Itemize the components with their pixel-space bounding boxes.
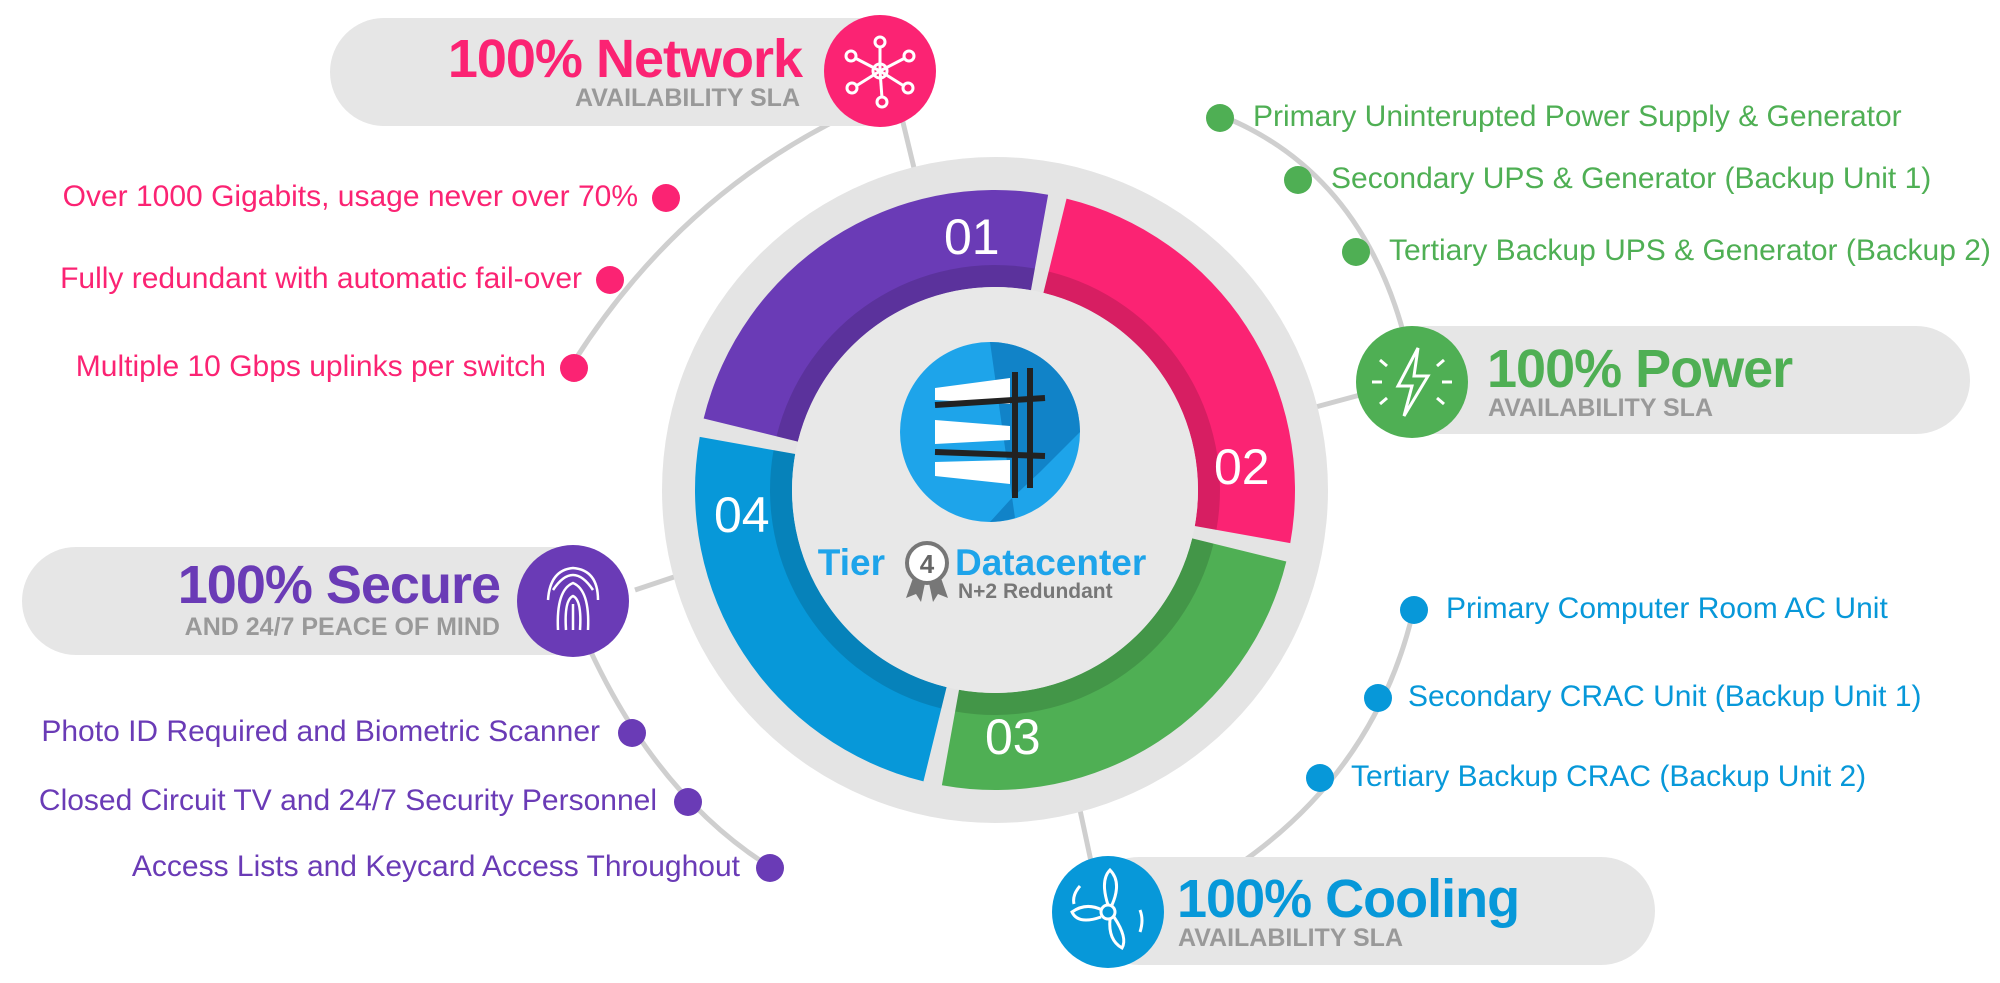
network-pill	[330, 18, 930, 126]
tier-badge-icon: 4	[905, 541, 949, 602]
cooling-bullet: Primary Computer Room AC Unit	[1446, 592, 1888, 625]
datacenter-logo	[900, 342, 1080, 522]
cooling-bullet: Tertiary Backup CRAC (Backup Unit 2)	[1351, 760, 1867, 793]
secure-connector	[587, 648, 777, 873]
tier-label: Tier	[818, 542, 885, 583]
network-title: 100% Network	[447, 29, 803, 89]
secure-icon	[517, 545, 629, 657]
secure-bullet: Closed Circuit TV and 24/7 Security Pers…	[38, 784, 657, 817]
segment-03-number: 03	[985, 709, 1041, 765]
power-subtitle: AVAILABILITY SLA	[1488, 394, 1713, 422]
power-bullet: Primary Uninterupted Power Supply & Gene…	[1253, 100, 1902, 133]
donut-segment-03	[695, 436, 947, 782]
donut-segment-shade-02	[955, 538, 1214, 716]
power-bullet: Tertiary Backup UPS & Generator (Backup …	[1389, 234, 1991, 267]
network-icon	[824, 15, 936, 127]
cooling-title: 100% Cooling	[1177, 869, 1520, 929]
power-icon	[1356, 326, 1468, 438]
secure-title: 100% Secure	[177, 555, 501, 615]
secure-bullet: Access Lists and Keycard Access Througho…	[131, 850, 740, 883]
network-subtitle: AVAILABILITY SLA	[575, 84, 800, 112]
cooling-icon	[1052, 856, 1164, 968]
donut-segment-02	[941, 538, 1287, 790]
cooling-bullet: Secondary CRAC Unit (Backup Unit 1)	[1408, 680, 1922, 713]
secure-pill	[22, 547, 622, 655]
secure-bullet: Photo ID Required and Biometric Scanner	[41, 715, 600, 748]
secure-subtitle: AND 24/7 PEACE OF MIND	[184, 613, 500, 641]
power-pill	[1370, 326, 1970, 434]
datacenter-label: Datacenter	[955, 542, 1146, 583]
network-bullet: Multiple 10 Gbps uplinks per switch	[75, 350, 546, 383]
tier-number: 4	[920, 549, 935, 579]
donut-segments	[695, 190, 1295, 790]
network-bullet: Over 1000 Gigabits, usage never over 70%	[62, 180, 638, 213]
power-title: 100% Power	[1487, 339, 1793, 399]
redundancy-label: N+2 Redundant	[958, 580, 1113, 603]
network-bullet: Fully redundant with automatic fail-over	[60, 262, 582, 295]
segment-02-number: 02	[1214, 439, 1270, 495]
bullet-dots	[560, 104, 1428, 882]
donut-segment-shade-03	[770, 450, 947, 709]
donut-segment-01	[1043, 198, 1295, 544]
donut-segment-04	[703, 190, 1049, 442]
donut-segment-shade-01	[1043, 271, 1220, 530]
donut-segment-shade-04	[776, 265, 1035, 442]
segment-01-number: 01	[944, 209, 1000, 265]
cooling-pill	[1085, 857, 1655, 965]
power-bullet: Secondary UPS & Generator (Backup Unit 1…	[1331, 162, 1932, 195]
segment-04-number: 04	[714, 487, 770, 543]
cooling-subtitle: AVAILABILITY SLA	[1178, 924, 1403, 952]
